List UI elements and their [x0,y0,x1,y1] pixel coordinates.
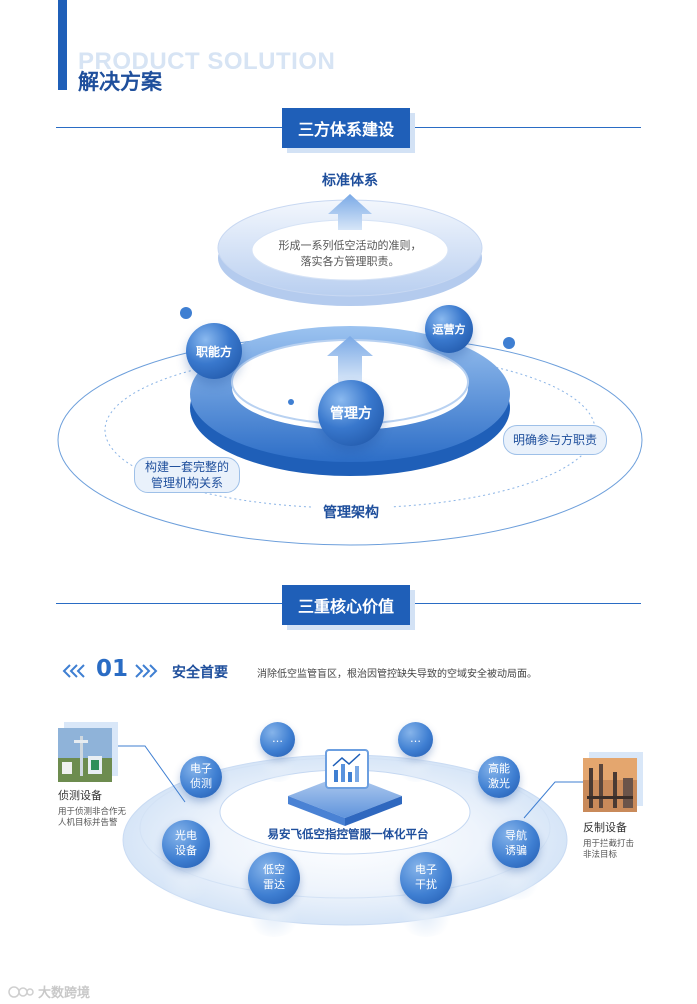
top-ring-text-2: 落实各方管理职责。 [300,255,400,268]
sphere-operator: 运营方 [425,305,473,353]
pill-organization: 构建一套完整的 管理机构关系 [134,457,240,493]
sphere-functional: 职能方 [186,323,242,379]
platform-name: 易安飞低空指控管服一体化平台 [267,827,429,841]
ghost-title: PRODUCT SOLUTION [78,48,336,75]
detect-title: 侦测设备 [58,789,102,802]
pod-label: 导航 [505,829,527,843]
counter-desc-2: 非法目标 [583,850,618,860]
up-arrow-icon [327,336,373,382]
orbit-dot [180,307,192,319]
pod-more-2: … [398,722,433,757]
detect-desc-1: 用于侦测非合作无 [58,807,127,817]
pod-label: 激光 [488,777,510,790]
pod-label: 设备 [175,844,197,857]
monitor-icon [325,749,369,789]
up-arrow-icon [328,194,372,230]
pod-label: 电子 [415,863,437,877]
item-title: 安全首要 [172,665,228,681]
counter-desc-1: 用于拦截打击 [583,839,635,849]
pod-more-1: … [260,722,295,757]
section-label-2: 三重核心价值 [282,585,410,625]
watermark-text: 大数跨境 [38,986,91,1001]
pod-label: 高能 [488,762,510,776]
pill-responsibility: 明确参与方职责 [503,425,607,455]
detect-desc-2: 人机目标并告警 [58,818,118,828]
pod-label: 电子 [190,762,212,776]
watermark: 大数跨境 [8,982,90,1001]
counter-device-photo [583,758,637,812]
top-ring-text-1: 形成一系列低空活动的准则， [278,239,422,252]
pod-label: 光电 [175,829,197,843]
item-description: 消除低空监管盲区，根治因管控缺失导致的空域安全被动局面。 [257,669,537,680]
pod-label: 干扰 [415,878,437,891]
three-party-diagram [57,194,643,546]
pill-organization-line-1: 构建一套完整的 [144,459,229,474]
sphere-manager: 管理方 [318,380,384,446]
orbit-dot [503,337,515,349]
counter-title: 反制设备 [583,821,627,834]
chevrons-left-icon [62,664,85,678]
pod-low-altitude-radar: 低空 雷达 [248,852,300,904]
platform-diagram [112,745,584,926]
pod-shadow [396,752,436,782]
pod-label: 侦测 [190,777,212,790]
detect-connector [112,745,186,803]
detection-device-photo [58,728,112,782]
pill-organization-line-2: 管理机构关系 [150,476,223,490]
pod-label: 低空 [263,863,285,877]
pod-shadow [258,752,298,782]
watermark-logo-icon [8,985,34,998]
chevrons-right-icon [135,664,158,678]
pod-laser: 高能 激光 [478,756,520,798]
counter-connector [523,781,584,819]
bottom-title: 管理架构 [311,502,391,522]
section-label-1: 三方体系建设 [282,108,410,148]
pod-electronic-jamming: 电子 干扰 [400,852,452,904]
orbit-dot [288,399,294,405]
pod-optoelectronic: 光电 设备 [162,820,210,868]
top-title: 标准体系 [322,173,378,189]
pod-electronic-detect: 电子 侦测 [180,756,222,798]
pod-navigation-spoof: 导航 诱骗 [492,820,540,868]
page-title: 解决方案 [78,70,162,94]
item-number: 01 [96,656,129,682]
pod-label: 诱骗 [505,844,527,857]
accent-bar [58,0,67,90]
pod-label: 雷达 [263,878,285,891]
